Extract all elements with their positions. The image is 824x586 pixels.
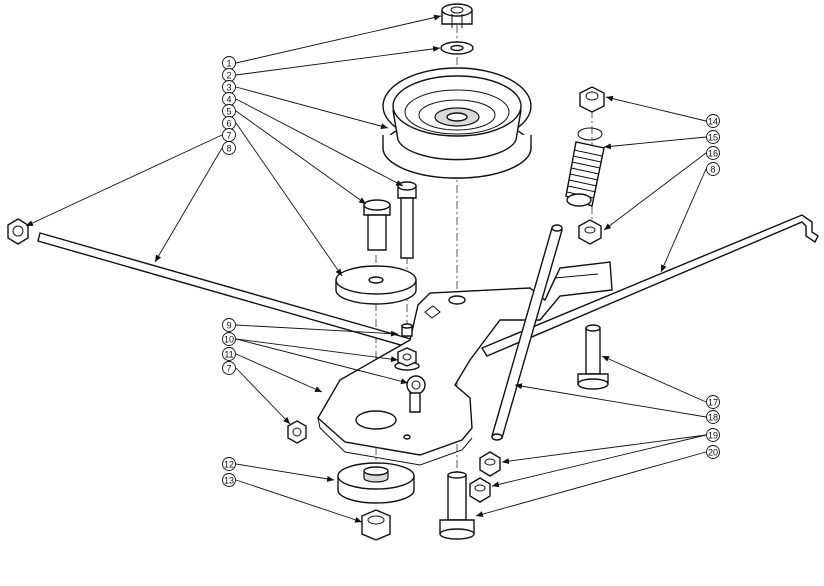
callout-2-label: 2	[226, 71, 231, 81]
callout-4: 4	[222, 92, 236, 106]
eye-bolt	[406, 375, 426, 413]
spring-lock-nut	[578, 219, 602, 245]
callout-20: 20	[706, 445, 720, 459]
bracket-stud	[401, 323, 413, 337]
callout-9-label: 9	[226, 321, 231, 331]
leader-lines	[25, 14, 707, 523]
callout-14-label: 14	[708, 117, 718, 127]
callout-15: 15	[706, 130, 720, 144]
bolt-long	[397, 181, 417, 259]
callout-14: 14	[706, 114, 720, 128]
callout-8-right-label: 8	[710, 165, 715, 175]
callout-1-label: 1	[226, 59, 231, 69]
callout-17-label: 17	[708, 398, 718, 408]
rod-end-nut-left	[7, 218, 29, 245]
pulley-bushing	[337, 462, 415, 504]
callout-8-right: 8	[706, 162, 720, 176]
callout-6: 6	[222, 116, 236, 130]
callout-12-label: 12	[224, 460, 234, 470]
callout-18: 18	[706, 410, 720, 424]
bracket-nut-left	[287, 420, 307, 444]
bottom-bolt	[439, 471, 475, 540]
callout-17: 17	[706, 395, 720, 409]
callout-4-label: 4	[226, 95, 231, 105]
spacer-washer	[335, 265, 417, 305]
callout-16-label: 16	[708, 149, 718, 159]
callout-7: 7	[222, 128, 236, 142]
adjustment-rod	[491, 224, 563, 441]
rod-nut-lower	[469, 477, 491, 503]
callout-7b-label: 7	[226, 364, 231, 374]
pivot-bolt	[577, 324, 609, 390]
callout-5-label: 5	[226, 107, 231, 117]
flange-nut	[394, 347, 420, 371]
bottom-nut	[361, 509, 391, 541]
callout-13: 13	[222, 473, 236, 487]
callout-11-label: 11	[224, 350, 233, 360]
callout-2: 2	[222, 68, 236, 82]
callout-6-label: 6	[226, 119, 231, 129]
callout-8: 8	[222, 141, 236, 155]
callout-10-label: 10	[224, 335, 234, 345]
callout-15-label: 15	[708, 133, 718, 143]
callout-19: 19	[706, 428, 720, 442]
callout-7b: 7	[222, 361, 236, 375]
spring-nut	[579, 86, 605, 113]
rod-nut-upper	[479, 451, 501, 477]
callout-20-label: 20	[708, 448, 718, 458]
callout-11: 11	[222, 347, 236, 361]
callout-13-label: 13	[224, 476, 234, 486]
callout-5: 5	[222, 104, 236, 118]
bolt-short	[363, 199, 391, 251]
callout-1: 1	[222, 56, 236, 70]
idler-pulley	[382, 67, 532, 179]
callout-19-label: 19	[708, 431, 718, 441]
top-nut	[441, 3, 473, 28]
rod-right	[480, 214, 819, 357]
callout-12: 12	[222, 457, 236, 471]
callout-3: 3	[222, 80, 236, 94]
callout-7-label: 7	[226, 131, 231, 141]
callout-10: 10	[222, 332, 236, 346]
callout-9: 9	[222, 318, 236, 332]
top-washer	[440, 41, 474, 55]
callout-16: 16	[706, 146, 720, 160]
callout-18-label: 18	[708, 413, 718, 423]
tension-spring	[565, 127, 605, 207]
callout-3-label: 3	[226, 83, 231, 93]
callout-8-label: 8	[226, 144, 231, 154]
